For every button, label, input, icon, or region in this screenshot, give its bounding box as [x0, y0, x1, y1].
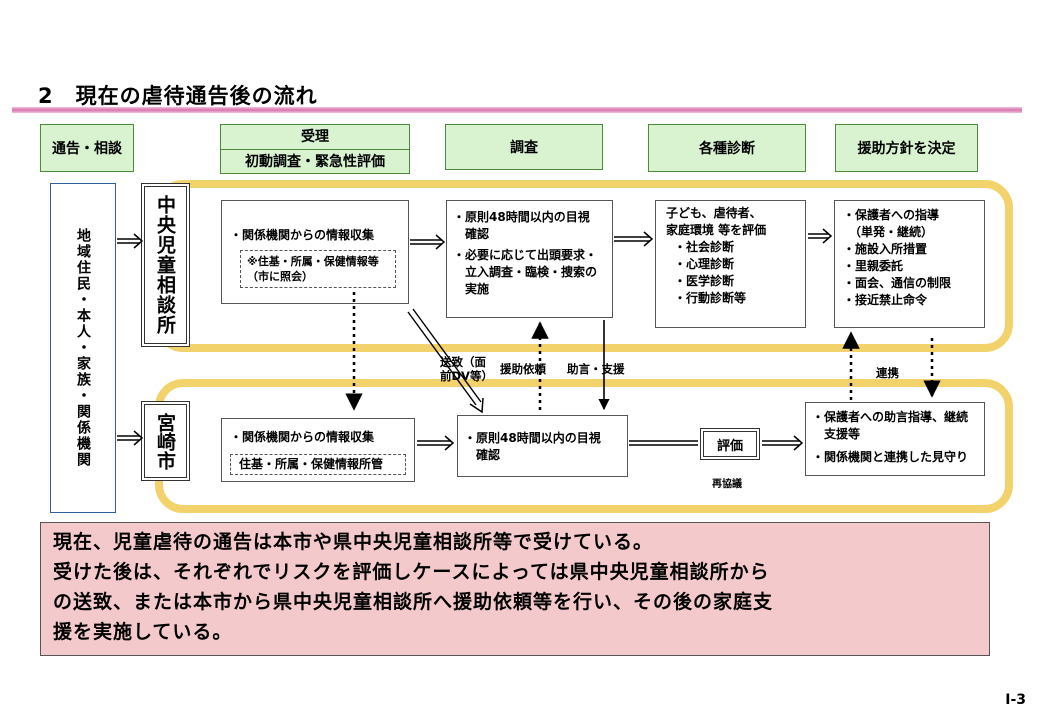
header-receive-sub: 初動調査・緊急性評価: [245, 153, 385, 170]
city-dec-line: 支援等: [812, 427, 861, 441]
center-investigate-box: ・原則48時間以内の目視 確認 ・必要に応じて出頭要求・ 立入調査・臨検・捜索の…: [446, 200, 613, 318]
page-title: 2 現在の虐待通告後の流れ: [38, 84, 318, 108]
arrow-city-2: [629, 440, 698, 446]
header-diagnose: 各種診断: [648, 124, 806, 172]
center-diag-line: ・医学診断: [674, 274, 735, 288]
center-collect-box: ・関係機関からの情報収集 ※住基・所属・保健情報等 （市に照会）: [221, 200, 409, 304]
center-diag-line: 家庭環境 等を評価: [666, 223, 767, 237]
center-diag-line: ・心理診断: [674, 257, 735, 271]
center-decide-box: ・保護者への指導 （単発・継続） ・施設入所措置 ・里親委託 ・面会、通信の制限…: [834, 200, 985, 328]
center-dec-line: （単発・継続）: [843, 225, 934, 239]
city-decide-box: ・保護者への助言指導、継続 支援等 ・関係機関と連携した見守り: [805, 402, 985, 476]
header-receive: 受理 初動調査・緊急性評価: [220, 124, 410, 174]
city-collect-note: 住基・所属・保健情報所管: [230, 454, 406, 475]
header-investigate: 調査: [445, 124, 603, 170]
city-dec-line: ・保護者への助言指導、継続: [812, 410, 969, 424]
city-org-box: 宮崎市: [141, 401, 190, 481]
city-org-label: 宮崎市: [154, 412, 176, 470]
summary-line: 受けた後は、それぞれでリスクを評価しケースによっては県中央児童相談所から: [53, 561, 770, 583]
center-org-label: 中央児童相談所: [154, 195, 176, 335]
header-report: 通告・相談: [40, 124, 134, 172]
assist-label: 援助依頼: [500, 362, 546, 376]
city-dec-line: ・関係機関と連携した見守り: [812, 450, 969, 464]
center-inv-line: ・必要に応じて出頭要求・: [453, 248, 598, 262]
center-collect-note-1: ※住基・所属・保健情報等: [247, 255, 379, 268]
city-inv-line: 確認: [464, 448, 501, 462]
center-inv-line: 確認: [453, 227, 490, 241]
center-inv-line: 実施: [453, 282, 490, 296]
city-collect-text: ・関係機関からの情報収集: [230, 430, 375, 444]
title-underline: [12, 107, 1022, 113]
city-collect-box: ・関係機関からの情報収集 住基・所属・保健情報所管: [221, 418, 415, 482]
arrow-send-diagonal: [407, 308, 484, 414]
reporters-label: 地域住民・本人・家族・関係機関: [75, 228, 91, 468]
arrow-center-2: [614, 231, 654, 247]
arrow-center-1: [410, 234, 446, 250]
summary-line: の送致、または本市から県中央児童相談所へ援助依頼等を行い、その後の家庭支: [53, 591, 774, 613]
center-collect-note: ※住基・所属・保健情報等 （市に照会）: [240, 250, 396, 288]
city-inv-line: ・原則48時間以内の目視: [464, 431, 601, 445]
center-dec-line: ・保護者への指導: [843, 208, 940, 222]
send-label: 送致（面 前DV等）: [440, 355, 493, 383]
arrow-city-1: [417, 435, 455, 451]
eval-box: 評価: [700, 428, 760, 460]
center-diag-line: ・行動診断等: [674, 291, 747, 305]
header-receive-title: 受理: [221, 125, 409, 150]
center-dec-line: ・施設入所措置: [843, 242, 928, 256]
center-dec-line: ・面会、通信の制限: [843, 276, 952, 290]
center-inv-line: ・原則48時間以内の目視: [453, 210, 590, 224]
arrow-center-3: [808, 228, 833, 244]
page-number: Ⅰ-3: [1005, 692, 1026, 708]
center-diag-line: 子ども、虐待者、: [666, 206, 762, 220]
summary-line: 現在、児童虐待の通告は本市や県中央児童相談所等で受けている。: [53, 531, 654, 553]
center-diag-line: ・社会診断: [674, 240, 735, 254]
header-decide: 援助方針を決定: [835, 124, 978, 172]
send-label-1: 送致（面: [440, 355, 486, 369]
advice-label: 助言・支援: [567, 362, 625, 376]
center-collect-note-2: （市に照会）: [247, 270, 313, 283]
city-investigate-box: ・原則48時間以内の目視 確認: [457, 415, 628, 477]
coop-label: 連携: [876, 366, 899, 380]
center-dec-line: ・接近禁止命令: [843, 293, 928, 307]
center-inv-line: 立入調査・臨検・捜索の: [453, 265, 598, 279]
center-org-box: 中央児童相談所: [141, 183, 190, 347]
recon-label: 再協議: [712, 479, 742, 490]
summary-line: 援を実施している。: [53, 621, 233, 643]
summary-note: 現在、児童虐待の通告は本市や県中央児童相談所等で受けている。 受けた後は、それぞ…: [40, 522, 990, 656]
arrow-city-3: [762, 435, 804, 451]
center-dec-line: ・里親委託: [843, 259, 904, 273]
send-label-2: 前DV等）: [440, 369, 493, 383]
arrow-left-to-center: [117, 233, 144, 249]
center-collect-text: ・関係機関からの情報収集: [230, 228, 375, 242]
arrow-left-to-city: [117, 430, 144, 446]
center-diagnose-box: 子ども、虐待者、 家庭環境 等を評価 ・社会診断 ・心理診断 ・医学診断 ・行動…: [655, 200, 806, 328]
reporters-box: 地域住民・本人・家族・関係機関: [50, 183, 116, 513]
